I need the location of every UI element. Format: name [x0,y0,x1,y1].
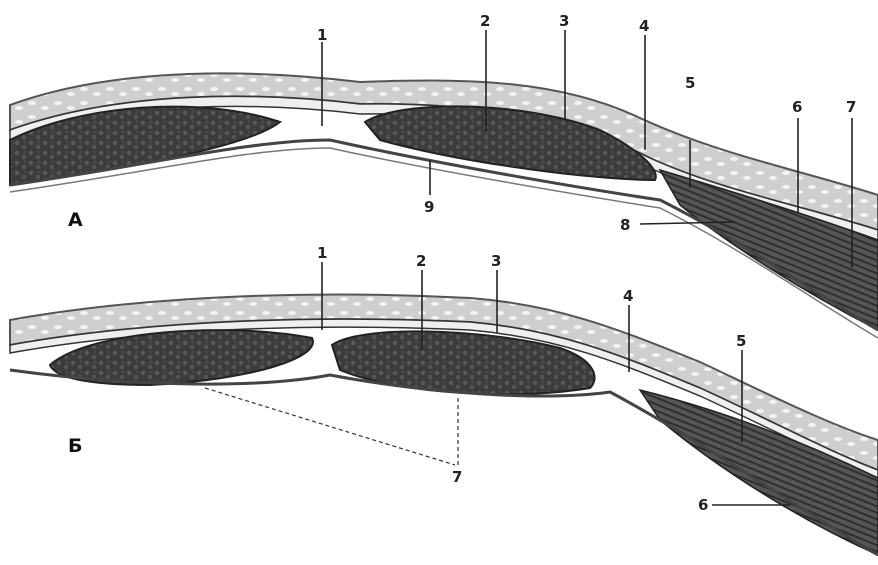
panel-a-label: А [68,209,83,231]
callout-b-5: 5 [736,332,746,350]
callout-a-2: 2 [480,12,490,30]
callout-b-6: 6 [698,496,708,514]
callout-b-3: 3 [491,252,501,270]
callout-a-8: 8 [620,216,630,234]
callout-a-7: 7 [846,98,856,116]
panel-b [10,294,878,555]
callout-a-1: 1 [317,26,327,44]
callout-b-1: 1 [317,244,327,262]
panel-b-label: Б [68,435,82,457]
callout-b-7: 7 [452,468,462,486]
callout-a-3: 3 [559,12,569,30]
callout-b-4: 4 [623,287,633,305]
callout-a-6: 6 [792,98,802,116]
callout-b-2: 2 [416,252,426,270]
callout-a-4: 4 [639,17,649,35]
callout-a-9: 9 [424,198,434,216]
callout-a-5: 5 [685,74,695,92]
